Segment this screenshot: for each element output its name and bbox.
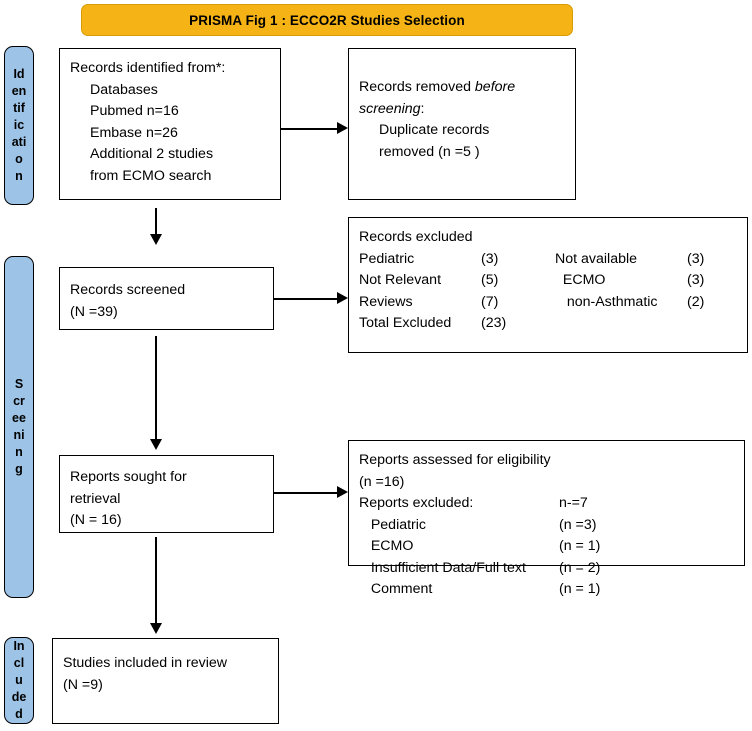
excluded-num-b: (3) [687, 250, 705, 267]
reports-excluded-item-label: Insufficient Data/Full text [359, 559, 526, 576]
stage-label-screening: Screening [4, 256, 34, 598]
excluded-num-b: (3) [687, 272, 705, 288]
arrow-identified-to-removed-line [281, 128, 337, 130]
diagram-title-banner: PRISMA Fig 1 : ECCO2R Studies Selection [81, 4, 573, 36]
stage-label-identification: Identification [4, 46, 34, 205]
reports-excluded-item-label: Pediatric [359, 516, 427, 533]
excluded-label-b [555, 313, 687, 335]
records-identified-line-3: Additional 2 studies [90, 146, 214, 162]
arrow-screened-to-sought-head [149, 439, 162, 450]
reports-excluded-item-label: Comment [359, 581, 433, 597]
records-removed-italic-screening: screening [359, 100, 421, 117]
records-excluded-row: Reviews (7) non-Asthmatic (2) [359, 292, 737, 314]
reports-excluded-row: Pediatric (n =3) [359, 515, 734, 537]
arrow-sought-to-included-line [155, 537, 157, 625]
records-removed-line-4: removed (n =5 ) [379, 143, 480, 160]
stage-label-included: Included [4, 637, 34, 724]
records-excluded-row: Pediatric (3) Not available (3) [359, 249, 737, 271]
excluded-label-a: Pediatric [359, 250, 415, 267]
reports-excluded-item-num: (n = 1) [559, 538, 601, 554]
records-screened-title: Records screened [70, 282, 186, 298]
records-excluded-title: Records excluded [359, 229, 473, 245]
reports-excluded-row: Insufficient Data/Full text (n = 2) [359, 558, 734, 580]
reports-sought-line-1: Reports sought for [70, 469, 187, 485]
excluded-num-a: (5) [481, 272, 499, 288]
studies-included-title: Studies included in review [63, 655, 228, 671]
box-records-identified: Records identified from*: Databases Pubm… [59, 48, 281, 200]
box-studies-included: Studies included in review (N =9) [52, 638, 279, 724]
arrow-identified-to-screened-line [155, 208, 157, 236]
records-removed-prefix: Records removed [359, 79, 475, 95]
box-reports-sought: Reports sought for retrieval (N = 16) [59, 455, 274, 533]
reports-excluded-item-num: (n = 1) [559, 581, 601, 597]
box-reports-assessed: Reports assessed for eligibility (n =16)… [348, 440, 745, 597]
reports-excluded-header: Reports excluded: n-=7 [359, 493, 734, 515]
box-records-screened: Records screened (N =39) [59, 267, 274, 330]
excluded-label-b: ECMO [555, 272, 606, 288]
excluded-num-a: (7) [481, 293, 499, 310]
studies-included-count: (N =9) [63, 676, 103, 693]
records-excluded-row: Total Excluded (23) [359, 313, 737, 335]
arrow-sought-to-assessed-head [337, 485, 348, 498]
excluded-num-a: (3) [481, 250, 499, 267]
records-identified-line-4: from ECMO search [90, 167, 212, 184]
box-records-excluded: Records excluded Pediatric (3) Not avail… [348, 217, 748, 353]
records-screened-count: (N =39) [70, 303, 118, 320]
records-excluded-row: Not Relevant (5) ECMO (3) [359, 270, 737, 292]
reports-sought-count: (N = 16) [70, 512, 122, 528]
excluded-num-b: (2) [687, 293, 705, 310]
arrow-screened-to-sought-line [155, 336, 157, 441]
excluded-num-a: (23) [481, 315, 507, 331]
arrow-identified-to-screened-head [149, 234, 162, 245]
diagram-title-text: PRISMA Fig 1 : ECCO2R Studies Selection [189, 12, 465, 28]
records-removed-italic-before: before [474, 79, 516, 95]
excluded-label-a: Total Excluded [359, 315, 452, 331]
records-identified-title: Records identified from*: [70, 60, 226, 76]
reports-assessed-title: Reports assessed for eligibility [359, 452, 551, 468]
reports-excluded-item-num: (n = 2) [559, 559, 601, 576]
arrow-sought-to-assessed-line [274, 492, 337, 494]
records-identified-line-0: Databases [90, 81, 158, 98]
reports-excluded-item-num: (n =3) [559, 516, 597, 533]
box-records-removed: Records removed before screening: Duplic… [348, 48, 576, 200]
records-identified-line-2: Embase n=26 [90, 124, 178, 141]
arrow-identified-to-removed-head [337, 121, 348, 134]
records-identified-line-1: Pubmed n=16 [90, 103, 179, 119]
stage-label-screening-text: Screening [12, 377, 26, 476]
excluded-num-b [687, 313, 727, 335]
records-removed-line-3: Duplicate records [379, 122, 490, 138]
excluded-label-b: non-Asthmatic [555, 293, 658, 310]
arrow-sought-to-included-head [149, 623, 162, 634]
stage-label-identification-text: Identification [11, 67, 27, 183]
arrow-screened-to-excluded-line [274, 298, 337, 300]
excluded-label-b: Not available [555, 250, 638, 267]
excluded-label-a: Not Relevant [359, 272, 442, 288]
records-removed-line-1: Records removed before [359, 77, 565, 99]
reports-excluded-label: Reports excluded: [359, 495, 474, 511]
arrow-screened-to-excluded-head [337, 291, 348, 304]
reports-assessed-count: (n =16) [359, 473, 405, 490]
reports-sought-line-2: retrieval [70, 490, 121, 507]
reports-excluded-row: Comment (n = 1) [359, 579, 734, 601]
reports-excluded-row: ECMO (n = 1) [359, 536, 734, 558]
reports-excluded-item-label: ECMO [359, 538, 414, 554]
excluded-label-a: Reviews [359, 293, 413, 310]
records-removed-line-2: screening: [359, 99, 565, 121]
reports-excluded-total: n-=7 [559, 495, 588, 511]
records-removed-colon: : [420, 100, 425, 117]
stage-label-included-text: Included [11, 639, 27, 721]
